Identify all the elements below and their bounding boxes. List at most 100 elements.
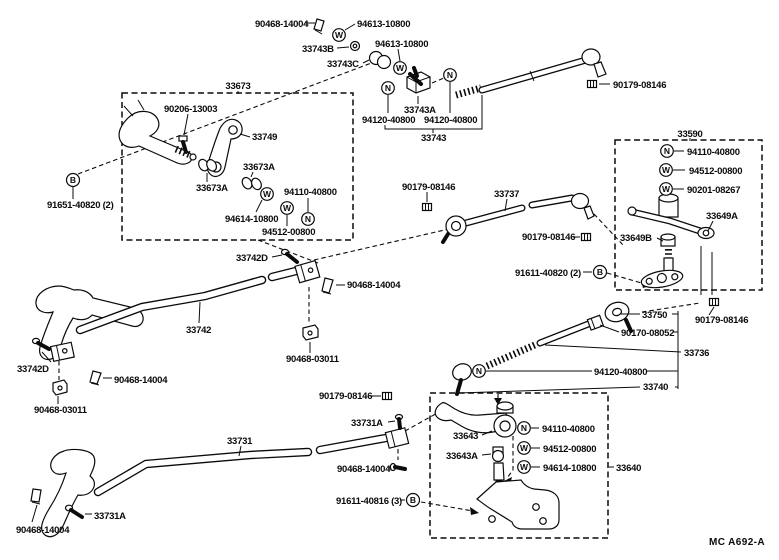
label-90468-14004: 90468-14004 <box>337 464 391 475</box>
label-33731: 33731 <box>227 436 253 447</box>
label-94613-10800: 94613-10800 <box>375 39 428 50</box>
bracket-33640-drawing <box>476 479 560 530</box>
label-90179-08146: 90179-08146 <box>319 391 372 402</box>
label-90206-13003: 90206-13003 <box>164 104 217 115</box>
label-91611-40820: 91611-40820 (2) <box>515 268 581 279</box>
n-nut-marker: N <box>660 144 674 158</box>
stud-33643A <box>491 446 505 463</box>
clip-icon-90468-14004 <box>30 488 42 505</box>
label-90179-08146: 90179-08146 <box>402 182 455 193</box>
box-33673-contents <box>118 99 262 191</box>
label-94614-10800: 94614-10800 <box>543 463 596 474</box>
clamp-on-rod-33742-right <box>294 259 321 284</box>
label-90179-08146: 90179-08146 <box>522 232 575 243</box>
clip-icon-90468-14004 <box>321 277 334 295</box>
label-94614-10800: 94614-10800 <box>225 214 278 225</box>
label-33737: 33737 <box>494 189 519 200</box>
hex-nut-icon <box>381 391 393 401</box>
marker-letter: N <box>447 70 453 80</box>
n-nut-marker: N <box>472 364 486 378</box>
hex-nut-icon <box>586 79 598 89</box>
label-90170-08052: 90170-08052 <box>621 328 674 339</box>
b-bolt-marker: B <box>592 264 608 280</box>
label-94512-00800: 94512-00800 <box>689 166 742 177</box>
clamp-icon-90468-03011 <box>302 324 319 341</box>
assembly-33743-drawing <box>313 18 607 99</box>
box-33640-contents <box>434 401 560 530</box>
label-33731A: 33731A <box>351 418 383 429</box>
clamp-on-rod-33742-left <box>49 341 75 363</box>
label-94110-40800: 94110-40800 <box>687 147 740 158</box>
marker-letter: N <box>305 214 311 224</box>
label-90201-08267: 90201-08267 <box>687 185 740 196</box>
b-bolt-marker: B <box>405 492 421 508</box>
small-fastener-icons <box>30 79 720 519</box>
label-90468-03011: 90468-03011 <box>34 405 88 416</box>
marker-letter: W <box>520 462 529 472</box>
dashed-box-33640 <box>429 392 609 539</box>
label-94512-00800: 94512-00800 <box>543 444 596 455</box>
tie-rod-end-33750 <box>604 301 630 323</box>
part-labels: 90468-14004 94613-10800 33743B 94613-108… <box>16 19 749 536</box>
w-washer-marker: W <box>393 61 407 75</box>
w-washer-marker: W <box>280 201 294 215</box>
label-33742: 33742 <box>186 325 211 336</box>
label-33742D: 33742D <box>236 253 268 264</box>
marker-letter: W <box>283 203 292 213</box>
clamp-icon-90468-03011 <box>52 379 68 396</box>
marker-letter: N <box>664 146 670 156</box>
label-94110-40800: 94110-40800 <box>284 187 337 198</box>
kingpin-drawing <box>493 462 505 481</box>
leader-lines <box>31 22 715 523</box>
rod-33731-drawing <box>41 413 410 538</box>
letter-markers: N N N N N N W W W W W W W W B B B <box>65 28 674 508</box>
marker-letter: N <box>385 83 391 93</box>
marker-letter: W <box>335 30 344 40</box>
w-washer-marker: W <box>659 163 673 177</box>
label-33736: 33736 <box>684 348 709 359</box>
w-washer-marker: W <box>332 28 346 42</box>
n-nut-marker: N <box>443 68 457 82</box>
label-33649B: 33649B <box>620 233 652 244</box>
n-nut-marker: N <box>301 212 315 226</box>
marker-letter: N <box>521 423 527 433</box>
label-94613-10800: 94613-10800 <box>357 19 410 30</box>
nut-33649B <box>660 233 676 247</box>
label-94120-40800: 94120-40800 <box>594 367 647 378</box>
clip-90468-14004-top <box>313 18 325 35</box>
label-33742D: 33742D <box>17 364 49 375</box>
label-90468-14004: 90468-14004 <box>347 280 401 291</box>
label-33673A: 33673A <box>196 183 228 194</box>
arm-33643-drawing <box>434 401 511 434</box>
label-91651-40820: 91651-40820 (2) <box>47 200 114 211</box>
dashed-box-33590 <box>614 139 763 291</box>
n-nut-marker: N <box>517 421 531 435</box>
bolt-icon-33742D-left <box>31 337 51 351</box>
label-33743: 33743 <box>421 133 446 144</box>
bolt-icon-33731A <box>64 504 84 519</box>
label-33673: 33673 <box>225 81 250 92</box>
bushing-33673A-upper <box>198 158 218 172</box>
n-nut-marker: N <box>381 81 395 95</box>
label-33731A: 33731A <box>94 511 126 522</box>
idler-arm-left-hole <box>627 206 637 216</box>
tie-rod-end-ball <box>581 48 601 66</box>
b-bolt-marker: B <box>65 172 81 188</box>
figure-code: MC A692-A <box>709 537 765 548</box>
clip-icon-90468-14004 <box>89 370 102 386</box>
w-washer-marker: W <box>659 182 673 196</box>
marker-letter: W <box>520 443 529 453</box>
label-33750: 33750 <box>642 310 667 321</box>
hex-nut-icon <box>580 232 592 242</box>
bushing-33673A-lower <box>241 176 262 191</box>
marker-letter: W <box>662 165 671 175</box>
idler-base-plate <box>640 269 684 289</box>
w-washer-marker: W <box>260 187 274 201</box>
hex-nut-icon <box>708 297 720 307</box>
marker-letter: B <box>410 495 416 505</box>
label-33640: 33640 <box>616 463 641 474</box>
rod-33742-drawing <box>35 259 321 363</box>
label-91611-40816: 91611-40816 (3) <box>336 496 402 507</box>
